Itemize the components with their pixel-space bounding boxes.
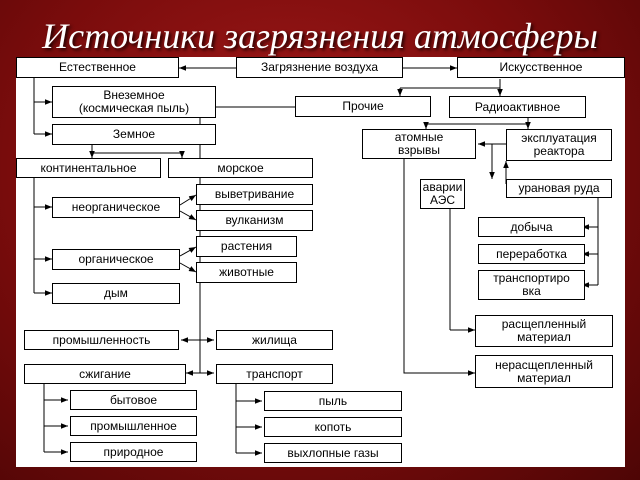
- node-uranium-ore: урановая руда: [506, 179, 612, 198]
- node-natural: Естественное: [16, 57, 179, 78]
- node-transportation: транспортиро вка: [478, 270, 585, 300]
- node-artificial: Искусственное: [457, 57, 625, 78]
- slide-title: Источники загрязнения атмосферы: [42, 16, 598, 56]
- connector-lines: [33, 65, 599, 456]
- node-extraterrestrial: Внеземное (космическая пыль): [52, 86, 216, 118]
- node-exhaust-gases: выхлопные газы: [264, 443, 402, 463]
- node-transport: транспорт: [216, 364, 333, 384]
- node-combustion: сжигание: [24, 364, 186, 384]
- node-unfissioned-material: нерасщепленный материал: [475, 355, 613, 388]
- node-terrestrial: Земное: [52, 124, 216, 145]
- edge-artificial-split: [400, 79, 501, 89]
- node-fissioned-material: расщепленный материал: [475, 315, 613, 347]
- edge-terrestrial-split: [91, 145, 182, 154]
- node-dust: пыль: [264, 391, 402, 411]
- node-processing: переработка: [478, 244, 585, 264]
- edge-radioactive-split: [426, 118, 529, 125]
- node-marine: морское: [168, 158, 313, 178]
- node-radioactive: Радиоактивное: [449, 96, 586, 118]
- node-continental: континентальное: [16, 158, 161, 178]
- node-dwellings: жилища: [216, 330, 333, 350]
- node-volcanism: вулканизм: [196, 210, 313, 231]
- node-industry: промышленность: [24, 330, 179, 350]
- node-industrial: промышленное: [70, 416, 197, 436]
- node-reactor-operation: эксплуатация реактора: [506, 129, 612, 161]
- node-inorganic: неорганическое: [52, 197, 180, 218]
- edge-inorganic-volcanism: [179, 210, 197, 221]
- node-household: бытовое: [70, 390, 197, 410]
- edge-inorganic-weathering: [179, 194, 197, 206]
- node-npp-accidents: аварии АЭС: [420, 179, 465, 209]
- node-natural-combustion: природное: [70, 442, 197, 462]
- node-atomic-explosions: атомные взрывы: [362, 129, 476, 159]
- edge-organic-plants: [179, 246, 197, 257]
- node-organic: органическое: [52, 249, 180, 270]
- edge-organic-animals: [179, 262, 197, 273]
- node-mining: добыча: [478, 217, 585, 237]
- node-plants: растения: [196, 236, 297, 257]
- node-weathering: выветривание: [196, 184, 313, 205]
- node-air-pollution: Загрязнение воздуха: [236, 57, 403, 78]
- node-smoke: дым: [52, 283, 180, 304]
- node-other: Прочие: [295, 96, 431, 117]
- node-animals: животные: [196, 262, 297, 283]
- node-soot: копоть: [264, 417, 402, 437]
